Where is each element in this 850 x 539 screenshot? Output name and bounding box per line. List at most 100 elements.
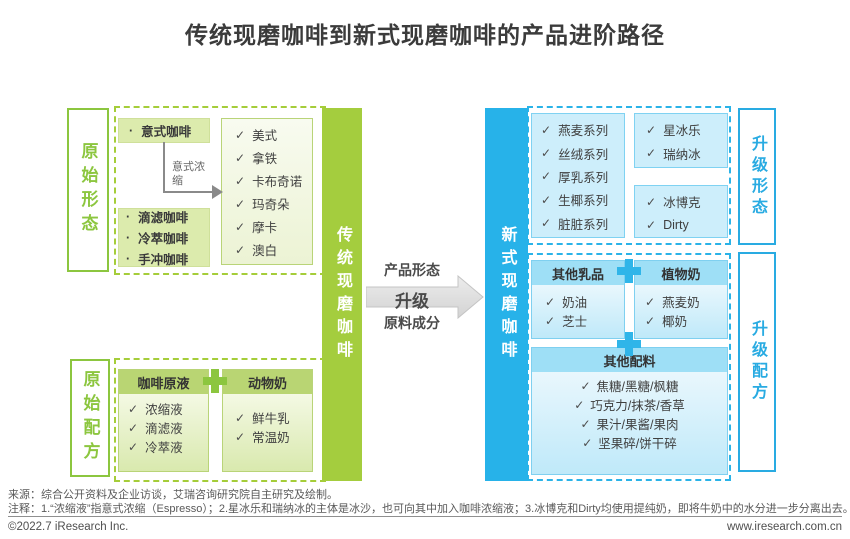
list-item-label: 果汁/果酱/果肉 bbox=[596, 418, 679, 432]
list-item-label: 椰奶 bbox=[662, 315, 688, 329]
list-item-label: 拿铁 bbox=[252, 152, 278, 166]
list-item-label: 坚果碎/饼干碎 bbox=[598, 437, 677, 451]
list-item-label: 滴滤液 bbox=[145, 422, 183, 436]
list-item: · 意式咖啡 bbox=[129, 121, 191, 140]
check-icon: ✓ bbox=[541, 122, 552, 137]
list-item: ✓ 星冰乐 bbox=[646, 120, 727, 139]
list-item-label: 奶油 bbox=[562, 296, 588, 310]
animal-milk-header: 动物奶 bbox=[223, 370, 312, 394]
list-item: ✓ 果汁/果酱/果肉 bbox=[532, 414, 727, 433]
check-icon: ✓ bbox=[545, 313, 556, 328]
list-item-label: 冷萃液 bbox=[145, 441, 183, 455]
arrow-right-icon bbox=[212, 185, 223, 199]
plant-milk-header: 植物奶 bbox=[635, 261, 727, 285]
check-icon: ✓ bbox=[235, 127, 246, 142]
annotation-note: 注释：1.“浓缩液”指意式浓缩（Espresso）；2.星冰乐和瑞纳冰的主体是冰… bbox=[8, 503, 850, 515]
website-url: www.iresearch.com.cn bbox=[726, 521, 842, 533]
check-icon: ✓ bbox=[580, 416, 591, 431]
list-item-label: 滴滤咖啡 bbox=[138, 211, 189, 225]
upgrade-arrow bbox=[366, 275, 484, 319]
list-item: ✓卡布奇诺 bbox=[235, 171, 312, 190]
list-item-label: 巧克力/抹茶/香草 bbox=[590, 399, 685, 413]
list-item: ✓ 冷萃液 bbox=[128, 437, 208, 456]
pure-milk-box: ✓ 冰博克 ✓Dirty bbox=[634, 185, 728, 238]
list-item: ✓ 巧克力/抹茶/香草 bbox=[532, 395, 727, 414]
list-item-label: 意式咖啡 bbox=[141, 125, 192, 139]
check-icon: ✓ bbox=[645, 294, 656, 309]
list-item-label: 常温奶 bbox=[252, 431, 290, 445]
list-item: ✓坚果碎/饼干碎 bbox=[532, 433, 727, 452]
check-icon: ✓ bbox=[541, 146, 552, 161]
bar-new-style-coffee: 新式现磨咖啡 bbox=[485, 108, 528, 481]
label-original-form: 原始形态 bbox=[67, 108, 109, 272]
check-icon: ✓ bbox=[235, 410, 246, 425]
list-item-label: 手冲咖啡 bbox=[138, 253, 189, 267]
list-item: ✓脏脏系列 bbox=[541, 214, 624, 233]
plus-icon bbox=[203, 369, 227, 393]
list-item: ✓Dirty bbox=[646, 218, 727, 232]
check-icon: ✓ bbox=[235, 173, 246, 188]
list-item-label: 鲜牛乳 bbox=[252, 412, 290, 426]
coffee-base-box: 咖啡原液 ✓浓缩液✓滴滤液✓冷萃液 bbox=[118, 369, 209, 472]
bar-traditional-coffee: 传统现磨咖啡 bbox=[322, 108, 362, 481]
connector-line-horizontal bbox=[163, 191, 213, 193]
list-item-label: 芝士 bbox=[562, 315, 588, 329]
list-item-label: 冰博克 bbox=[663, 196, 701, 211]
check-icon: ✓ bbox=[574, 397, 585, 412]
list-item-label: 燕麦奶 bbox=[662, 296, 700, 310]
connector-label-espresso: 意式浓缩 bbox=[172, 160, 206, 188]
check-icon: ✓ bbox=[235, 150, 246, 165]
arrow-label-upgrade: 升级 bbox=[395, 292, 429, 311]
plant-milk-box: 植物奶 ✓ 燕麦奶 ✓ 椰奶 bbox=[634, 260, 728, 339]
check-icon: ✓ bbox=[128, 439, 139, 454]
label-upgraded-recipe-text: 升级配方 bbox=[749, 320, 766, 404]
list-item-label: 厚乳系列 bbox=[558, 170, 609, 185]
list-item-label: 星冰乐 bbox=[663, 124, 701, 139]
label-original-recipe-text: 原始配方 bbox=[80, 370, 100, 466]
list-item: ✓浓缩液 bbox=[128, 399, 208, 418]
check-icon: ✓ bbox=[645, 313, 656, 328]
bar-new-style-coffee-text: 新式现磨咖啡 bbox=[498, 225, 516, 364]
espresso-coffee-box: · 意式咖啡 bbox=[118, 118, 210, 143]
check-icon: ✓ bbox=[541, 216, 552, 231]
list-item-label: 美式 bbox=[252, 129, 278, 143]
list-item: ✓玛奇朵 bbox=[235, 194, 312, 213]
check-icon: ✓ bbox=[545, 294, 556, 309]
check-icon: ✓ bbox=[235, 242, 246, 257]
label-upgraded-form-text: 升级形态 bbox=[749, 134, 766, 219]
footer-divider bbox=[8, 516, 842, 517]
espresso-coffee-list: · 意式咖啡 bbox=[129, 121, 191, 140]
list-item-label: 浓缩液 bbox=[145, 403, 183, 417]
check-icon: ✓ bbox=[646, 217, 657, 232]
list-item: ✓ 燕麦奶 bbox=[645, 292, 727, 311]
ice-blend-list: ✓星冰乐✓瑞纳冰 bbox=[646, 118, 727, 165]
list-item: ✓澳白 bbox=[235, 240, 312, 259]
list-item: ✓摩卡 bbox=[235, 217, 312, 236]
list-item: ✓ 椰奶 bbox=[645, 311, 727, 330]
list-item: ✓生椰系列 bbox=[541, 190, 624, 209]
copyright: ©2022.7 iResearch Inc. bbox=[8, 521, 129, 533]
series-box: ✓燕麦系列✓丝绒系列✓厚乳系列✓生椰系列✓脏脏系列 bbox=[531, 113, 625, 238]
plus-icon bbox=[617, 332, 641, 356]
other-ingredients-box: 其他配料 ✓焦糖/黑糖/枫糖✓巧克力/抹茶/香草✓果汁/果酱/果肉✓坚果碎/饼干… bbox=[531, 347, 728, 475]
source-note: 来源：综合公开资料及企业访谈，艾瑞咨询研究院自主研究及绘制。 bbox=[8, 489, 338, 501]
list-item: ✓ 常温奶 bbox=[235, 427, 312, 446]
list-item: ✓ 美式 bbox=[235, 125, 312, 144]
list-item: ✓ 拿铁 bbox=[235, 148, 312, 167]
arrow-label-ingredients: 原料成分 bbox=[384, 315, 440, 331]
classic-drinks-box: ✓ 美式 ✓ 拿铁 ✓卡布奇诺 ✓玛奇朵 ✓摩卡 ✓澳白 bbox=[221, 118, 313, 265]
list-item-label: 冷萃咖啡 bbox=[138, 232, 189, 246]
list-item: ·手冲咖啡 bbox=[126, 249, 209, 268]
check-icon: ✓ bbox=[235, 429, 246, 444]
other-dairy-box: 其他乳品 ✓奶油✓芝士 bbox=[531, 260, 625, 339]
list-item: ✓ 芝士 bbox=[545, 311, 624, 330]
check-icon: ✓ bbox=[541, 169, 552, 184]
list-item-label: 丝绒系列 bbox=[558, 147, 609, 162]
classic-drinks-list: ✓ 美式 ✓ 拿铁 ✓卡布奇诺 ✓玛奇朵 ✓摩卡 ✓澳白 bbox=[235, 123, 312, 261]
bullet-icon: · bbox=[126, 230, 131, 245]
arrow-label-product-form: 产品形态 bbox=[384, 262, 440, 278]
upgraded-form-group bbox=[527, 106, 731, 245]
ice-blend-box: ✓星冰乐✓瑞纳冰 bbox=[634, 113, 728, 168]
bullet-icon: · bbox=[129, 123, 134, 138]
check-icon: ✓ bbox=[646, 122, 657, 137]
